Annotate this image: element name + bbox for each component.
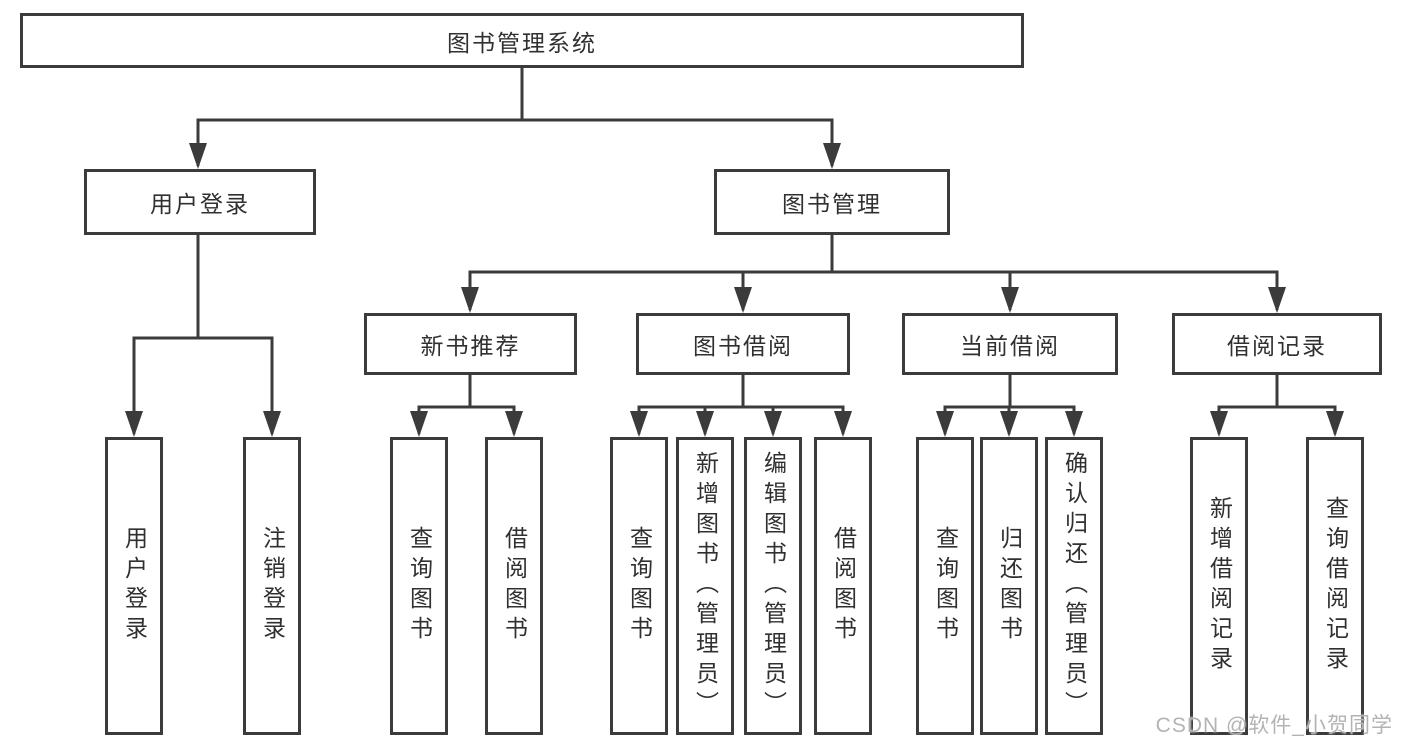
node-current-borrowing: 当前借阅 — [902, 313, 1118, 375]
node-new-book-recommendation: 新书推荐 — [364, 313, 577, 375]
node-leaf-query-books-borrowing: 查询图书 — [610, 437, 668, 735]
node-label: 借阅图书 — [830, 526, 857, 646]
node-label: 图书管理 — [782, 191, 882, 217]
node-label: 用户登录 — [150, 191, 250, 217]
node-label: 新增图书（管理员） — [692, 451, 719, 721]
node-leaf-add-borrow-record: 新增借阅记录 — [1190, 437, 1248, 735]
node-library-management-system: 图书管理系统 — [20, 13, 1024, 68]
node-label: 图书管理系统 — [447, 29, 597, 56]
node-book-borrowing: 图书借阅 — [636, 313, 850, 375]
node-label: 归还图书 — [996, 526, 1023, 646]
node-book-management: 图书管理 — [714, 169, 950, 235]
node-leaf-user-login: 用户登录 — [105, 437, 163, 735]
node-borrowing-records: 借阅记录 — [1172, 313, 1382, 375]
node-leaf-return-books: 归还图书 — [980, 437, 1038, 735]
node-leaf-query-borrow-record: 查询借阅记录 — [1306, 437, 1364, 735]
node-leaf-query-books-recommend: 查询图书 — [390, 437, 448, 735]
node-label: 借阅记录 — [1227, 333, 1327, 359]
node-leaf-confirm-return-admin: 确认归还（管理员） — [1045, 437, 1103, 735]
arrowheads — [125, 143, 1344, 437]
node-label: 用户登录 — [121, 526, 148, 646]
node-label: 编辑图书（管理员） — [760, 451, 787, 721]
node-label: 当前借阅 — [960, 333, 1060, 359]
node-label: 查询借阅记录 — [1322, 496, 1349, 676]
node-leaf-logout: 注销登录 — [243, 437, 301, 735]
node-leaf-borrow-books-recommend: 借阅图书 — [485, 437, 543, 735]
node-label: 查询图书 — [626, 526, 653, 646]
node-leaf-borrow-books-borrowing: 借阅图书 — [814, 437, 872, 735]
node-label: 图书借阅 — [693, 333, 793, 359]
node-leaf-add-books-admin: 新增图书（管理员） — [676, 437, 734, 735]
node-leaf-query-books-current: 查询图书 — [916, 437, 974, 735]
node-label: 新增借阅记录 — [1206, 496, 1233, 676]
node-label: 新书推荐 — [420, 333, 521, 359]
node-label: 确认归还（管理员） — [1061, 451, 1088, 721]
node-user-login: 用户登录 — [84, 169, 316, 235]
node-leaf-edit-books-admin: 编辑图书（管理员） — [744, 437, 802, 735]
node-label: 查询图书 — [406, 526, 433, 646]
node-label: 注销登录 — [259, 526, 286, 646]
node-label: 借阅图书 — [501, 526, 528, 646]
node-label: 查询图书 — [932, 526, 959, 646]
